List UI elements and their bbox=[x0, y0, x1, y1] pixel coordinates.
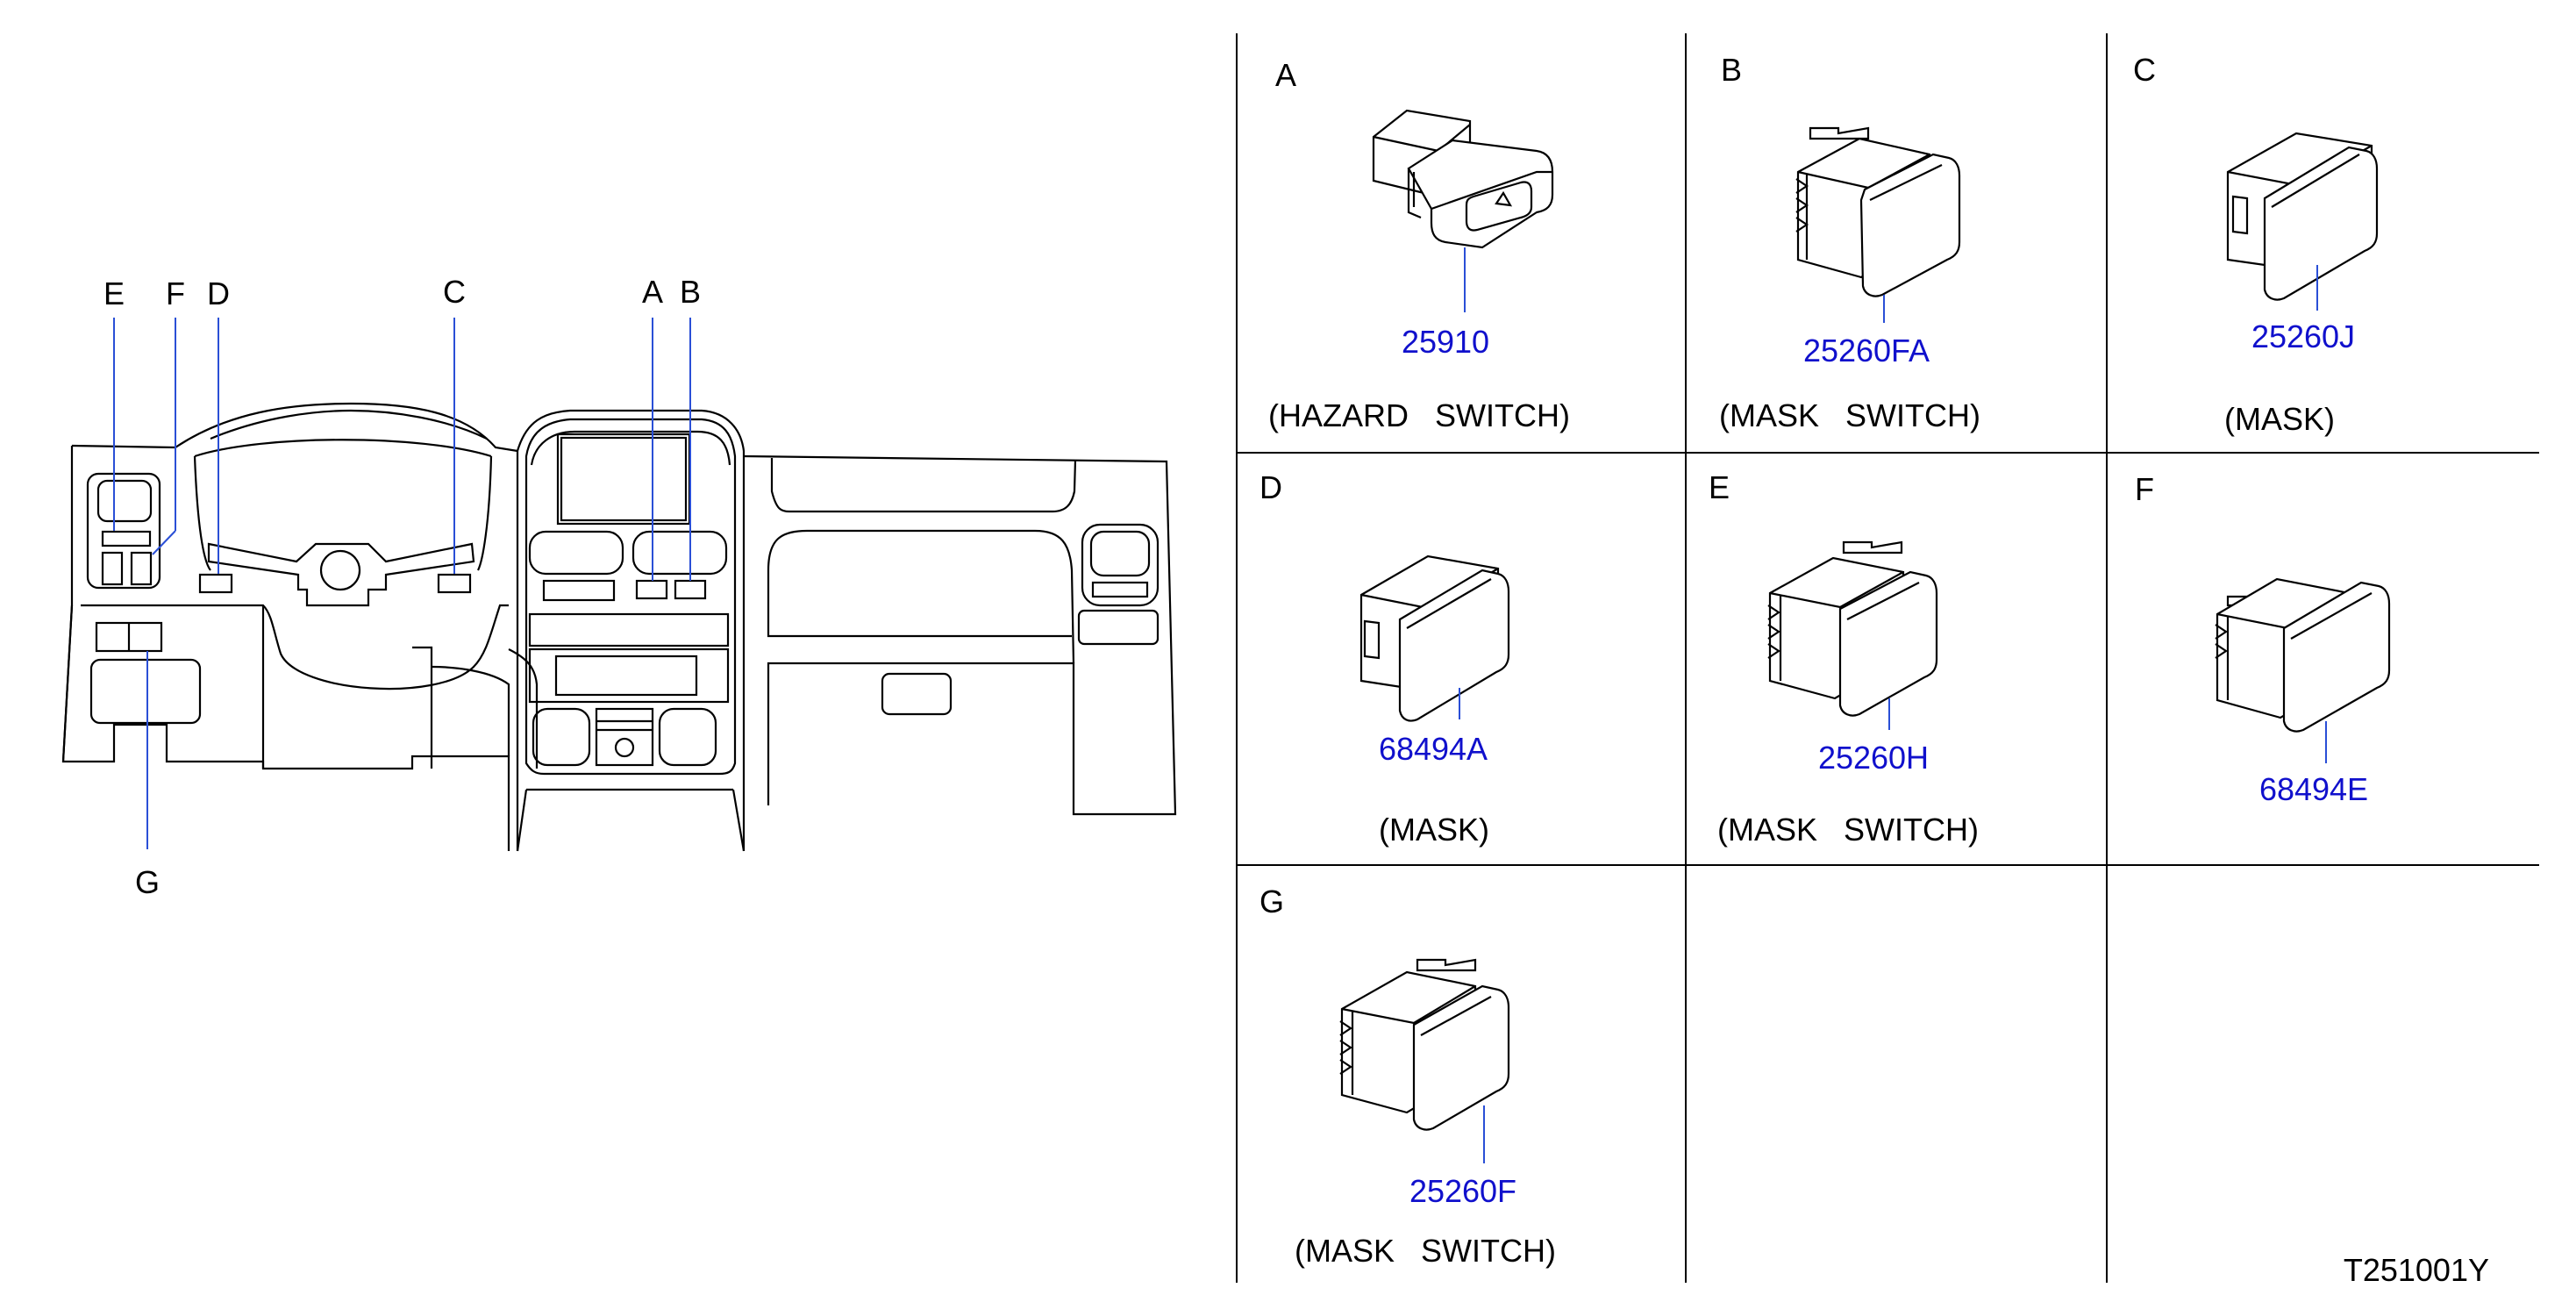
cell-letter: A bbox=[1275, 57, 1296, 93]
callout-b: B bbox=[680, 274, 701, 310]
cell-caption: (MASK) bbox=[1379, 812, 1489, 848]
mask-illustration bbox=[2215, 577, 2391, 733]
callout-a: A bbox=[642, 274, 663, 310]
part-number-68494e: 68494E bbox=[2259, 771, 2368, 807]
callout-g: G bbox=[135, 864, 160, 900]
mask-switch-illustration bbox=[1767, 540, 1938, 717]
cell-letter: F bbox=[2135, 471, 2154, 507]
cell-caption: (MASK SWITCH) bbox=[1295, 1233, 1556, 1269]
cell-letter: G bbox=[1259, 884, 1284, 919]
hazard-switch-illustration bbox=[1372, 109, 1554, 249]
mask-switch-illustration bbox=[1795, 126, 1961, 297]
cell-f: F 68494E bbox=[2135, 471, 2391, 807]
cell-e: E 25260H (MASK SWITCH) bbox=[1709, 469, 1979, 848]
cell-caption: (MASK) bbox=[2224, 401, 2335, 437]
cell-caption: (MASK SWITCH) bbox=[1719, 397, 1980, 433]
cell-caption: (HAZARD SWITCH) bbox=[1268, 397, 1570, 433]
diagram-code: T251001Y bbox=[2344, 1252, 2489, 1288]
cell-letter: D bbox=[1259, 469, 1282, 505]
callout-d: D bbox=[207, 275, 230, 311]
cell-letter: C bbox=[2133, 52, 2156, 88]
part-number-25910: 25910 bbox=[1402, 324, 1489, 360]
instrument-panel-overview bbox=[61, 402, 1177, 852]
cell-d: D 68494A (MASK) bbox=[1259, 469, 1510, 848]
cell-letter: E bbox=[1709, 469, 1730, 505]
part-number-68494a: 68494A bbox=[1379, 731, 1488, 767]
part-number-25260f: 25260F bbox=[1409, 1173, 1516, 1209]
mask-illustration bbox=[2226, 132, 2379, 301]
cell-caption: (MASK SWITCH) bbox=[1717, 812, 1979, 848]
part-number-25260j: 25260J bbox=[2251, 318, 2355, 354]
callout-e: E bbox=[103, 275, 125, 311]
parts-grid-lines bbox=[1236, 33, 2539, 1283]
mask-illustration bbox=[1359, 554, 1510, 722]
cell-b: B 25260FA (MASK SWITCH) bbox=[1719, 52, 1980, 433]
overview-leader-lines bbox=[113, 318, 691, 849]
callout-f: F bbox=[166, 275, 185, 311]
cell-a: A 25910 (HAZARD SWITCH) bbox=[1268, 57, 1570, 433]
part-number-25260h: 25260H bbox=[1818, 740, 1929, 776]
callout-c: C bbox=[443, 274, 466, 310]
cell-g: G 25260F (MASK SWITCH) bbox=[1259, 884, 1556, 1269]
cell-letter: B bbox=[1721, 52, 1742, 88]
part-number-25260fa: 25260FA bbox=[1803, 333, 1930, 368]
cell-c: C 25260J (MASK) bbox=[2133, 52, 2379, 437]
mask-switch-illustration bbox=[1339, 958, 1510, 1131]
overview-callouts: E F D C A B G bbox=[103, 274, 701, 900]
